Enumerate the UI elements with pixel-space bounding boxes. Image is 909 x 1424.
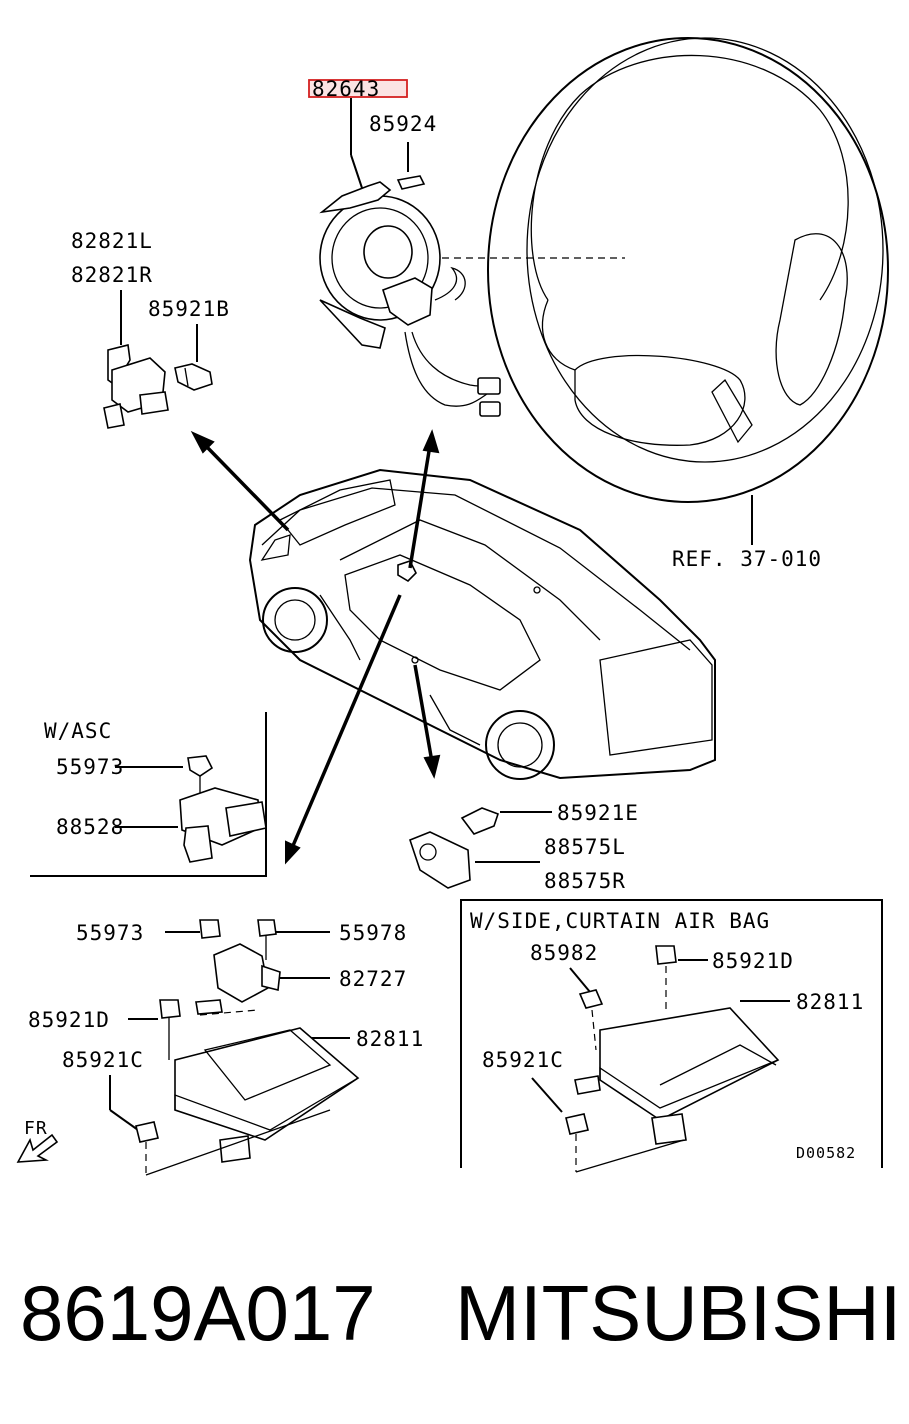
front-arrow-icon bbox=[16, 1133, 59, 1163]
part-label-85921D[interactable]: 85921D bbox=[28, 1008, 110, 1032]
front-indicator-label: FR bbox=[24, 1118, 48, 1139]
brand-name: MITSUBISHI bbox=[455, 1269, 902, 1357]
part-label-82811[interactable]: 82811 bbox=[356, 1027, 424, 1051]
asc-title: W/ASC bbox=[44, 719, 112, 743]
part-label-85921C-side[interactable]: 85921C bbox=[482, 1048, 564, 1072]
rear-sensor-illustration bbox=[409, 807, 500, 889]
wheel-ref-label[interactable]: REF. 37-010 bbox=[672, 547, 822, 571]
drawing-code: D00582 bbox=[796, 1144, 856, 1162]
part-label-85921B[interactable]: 85921B bbox=[148, 297, 230, 321]
part-label-82821L[interactable]: 82821L bbox=[71, 229, 153, 253]
side-airbag-title: W/SIDE,CURTAIN AIR BAG bbox=[470, 909, 770, 933]
part-label-82821R[interactable]: 82821R bbox=[71, 263, 153, 287]
part-label-88575R[interactable]: 88575R bbox=[544, 869, 626, 893]
part-label-85982[interactable]: 85982 bbox=[530, 941, 598, 965]
part-label-82811-side[interactable]: 82811 bbox=[796, 990, 864, 1014]
part-label-88528[interactable]: 88528 bbox=[56, 815, 124, 839]
part-label-85921C[interactable]: 85921C bbox=[62, 1048, 144, 1072]
part-label-55973[interactable]: 55973 bbox=[76, 921, 144, 945]
vehicle-illustration bbox=[248, 468, 716, 780]
part-label-85921E[interactable]: 85921E bbox=[557, 801, 639, 825]
footer: 8619A017 MITSUBISHI bbox=[0, 1268, 909, 1368]
part-label-88575L[interactable]: 88575L bbox=[544, 835, 626, 859]
side-ecu-illustration bbox=[565, 945, 780, 1173]
callout-arrows bbox=[190, 429, 441, 865]
part-label-82643[interactable]: 82643 bbox=[312, 77, 380, 101]
steering-wheel-illustration bbox=[430, 37, 889, 545]
asc-sensor-illustration bbox=[179, 755, 267, 863]
part-label-82727[interactable]: 82727 bbox=[339, 967, 407, 991]
part-label-55973-asc[interactable]: 55973 bbox=[56, 755, 124, 779]
asc-frame bbox=[30, 712, 267, 877]
part-label-85924[interactable]: 85924 bbox=[369, 112, 437, 136]
part-label-85921D-side[interactable]: 85921D bbox=[712, 949, 794, 973]
ecu-illustration bbox=[135, 919, 360, 1176]
side-airbag-frame bbox=[460, 899, 883, 1168]
part-number: 8619A017 bbox=[20, 1269, 376, 1357]
highlight-box bbox=[308, 79, 408, 98]
clock-spring-illustration bbox=[319, 175, 501, 417]
part-label-55978[interactable]: 55978 bbox=[339, 921, 407, 945]
left-sensor-illustration bbox=[103, 344, 213, 429]
